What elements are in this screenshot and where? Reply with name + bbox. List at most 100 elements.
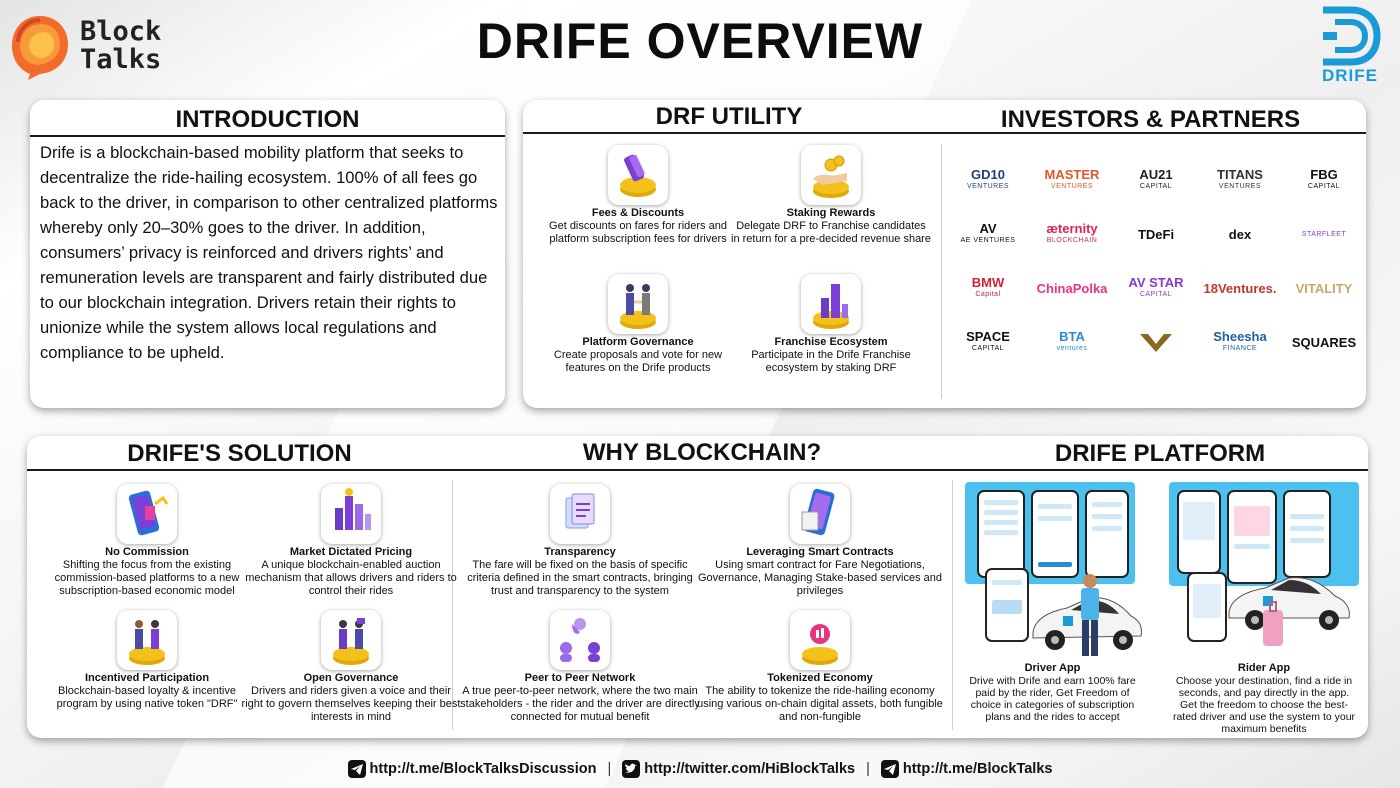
utility-item: Platform Governance Create proposals and…	[538, 274, 738, 375]
partner-logo: STARFLEET	[1289, 218, 1359, 252]
partner-logo-subtext: CAPITAL	[971, 345, 1005, 352]
driver-app-description: Drive with Drife and earn 100% fare paid…	[969, 675, 1136, 723]
driver-app-title: Driver App	[1024, 662, 1081, 674]
partner-logo	[1121, 326, 1191, 360]
item-title: Franchise Ecosystem	[774, 336, 888, 348]
telegram-link[interactable]: http://t.me/BlockTalks	[880, 760, 1052, 778]
partner-logo-subtext: VENTURES	[1218, 183, 1262, 190]
blocktalks-swirl-icon	[12, 16, 68, 80]
partner-logo-subtext: FINANCE	[1222, 345, 1258, 352]
partner-logo-subtext: CAPITAL	[1139, 183, 1173, 190]
item-description: The fare will be fixed on the basis of s…	[467, 559, 693, 597]
drife-logo[interactable]: DRIFE	[1312, 6, 1388, 90]
smart-contracts-icon	[790, 484, 850, 544]
driver-person-icon	[1081, 574, 1099, 656]
partner-logo-subtext: VENTURES	[966, 183, 1010, 190]
item-description: Participate in the Drife Franchise ecosy…	[751, 349, 911, 374]
item-description: A unique blockchain-enabled auction mech…	[245, 559, 457, 597]
drife-d-icon	[1323, 6, 1381, 66]
partner-logo-name: FBG	[1310, 167, 1338, 182]
partner-logo: ChinaPolka	[1036, 272, 1108, 306]
phone-screen	[1187, 572, 1227, 642]
blockchain-title: WHY BLOCKCHAIN?	[582, 439, 822, 466]
utility-title: DRF UTILITY	[655, 103, 803, 130]
partner-logo-subtext: BLOCKCHAIN	[1046, 237, 1098, 244]
peer-network-icon	[550, 610, 610, 670]
phone-screen	[1283, 490, 1331, 578]
phone-screen	[1227, 490, 1277, 584]
partner-logo-name: VITALITY	[1295, 281, 1353, 296]
partner-logo-name: TITANS	[1217, 167, 1263, 182]
rider-app-info: Rider App Choose your destination, find …	[1169, 662, 1359, 735]
twitter-link[interactable]: http://twitter.com/HiBlockTalks	[622, 760, 855, 778]
partner-logo-subtext: CAPITAL	[1307, 183, 1341, 190]
item-title: No Commission	[105, 546, 189, 558]
partner-logo-name: 18Ventures.	[1203, 281, 1277, 296]
solution-item: Incentived Participation Blockchain-base…	[37, 610, 257, 711]
open-governance-icon	[321, 610, 381, 670]
item-title: Leveraging Smart Contracts	[746, 546, 894, 558]
platform-governance-icon	[608, 274, 668, 334]
item-title: Peer to Peer Network	[524, 672, 636, 684]
column-divider	[452, 480, 453, 730]
item-description: Drivers and riders given a voice and the…	[241, 685, 461, 723]
footer-links: http://t.me/BlockTalksDiscussion | http:…	[0, 758, 1400, 780]
transparency-icon	[550, 484, 610, 544]
car-icon	[1228, 577, 1350, 630]
item-description: A true peer-to-peer network, where the t…	[460, 685, 700, 723]
phone-screen	[1085, 490, 1129, 578]
blocktalks-wordmark: Block Talks	[80, 16, 162, 75]
partner-logo-name: BMW	[971, 275, 1005, 290]
rider-luggage-icon	[1263, 601, 1283, 646]
partner-logo-name: dex	[1228, 227, 1252, 242]
column-divider	[952, 480, 953, 730]
telegram-icon	[347, 760, 366, 778]
item-title: Tokenized Economy	[767, 672, 873, 684]
section-divider	[30, 135, 505, 137]
footer-separator: |	[607, 761, 612, 777]
item-description: Shifting the focus from the existing com…	[54, 559, 240, 597]
solution-blockchain-platform-card: DRIFE'S SOLUTION WHY BLOCKCHAIN? DRIFE P…	[27, 436, 1368, 738]
blocktalks-logo[interactable]: Block Talks	[10, 8, 175, 84]
utility-item: Staking Rewards Delegate DRF to Franchis…	[731, 145, 931, 246]
partner-logo-mark-icon	[1140, 334, 1172, 352]
item-description: Get discounts on fares for riders and pl…	[549, 220, 727, 245]
item-title: Incentived Participation	[84, 672, 210, 684]
item-description: The ability to tokenize the ride-hailing…	[697, 685, 943, 723]
item-description: Using smart contract for Fare Negotiatio…	[698, 559, 942, 597]
franchise-ecosystem-icon	[801, 274, 861, 334]
column-divider	[941, 144, 942, 399]
utility-item: Franchise Ecosystem Participate in the D…	[731, 274, 931, 375]
solution-title: DRIFE'S SOLUTION	[127, 440, 352, 467]
telegram-link[interactable]: http://t.me/BlockTalksDiscussion	[347, 760, 596, 778]
staking-rewards-icon	[801, 145, 861, 205]
section-divider	[27, 469, 1368, 471]
item-title: Transparency	[544, 546, 616, 558]
item-title: Platform Governance	[582, 336, 694, 348]
item-title: Staking Rewards	[786, 207, 876, 219]
item-title: Market Dictated Pricing	[289, 546, 413, 558]
item-title: Fees & Discounts	[591, 207, 685, 219]
solution-item: No Commission Shifting the focus from th…	[37, 484, 257, 598]
partner-logo-name: æternity	[1046, 221, 1098, 236]
blockchain-item: Tokenized Economy The ability to tokeniz…	[695, 610, 945, 724]
incentive-participation-icon	[117, 610, 177, 670]
partner-logo-name: AV STAR	[1128, 275, 1184, 290]
partner-logo: TDeFi	[1121, 218, 1191, 252]
partner-logo-name: ChinaPolka	[1036, 281, 1108, 296]
partner-logo-name: SPACE	[966, 329, 1010, 344]
blockchain-item: Peer to Peer Network A true peer-to-peer…	[460, 610, 700, 724]
blockchain-item: Leveraging Smart Contracts Using smart c…	[695, 484, 945, 598]
partner-logo-subtext: Capital	[975, 291, 1001, 298]
partner-logo-name: TDeFi	[1137, 227, 1175, 242]
fees-discounts-icon	[608, 145, 668, 205]
solution-item: Open Governance Drivers and riders given…	[241, 610, 461, 724]
